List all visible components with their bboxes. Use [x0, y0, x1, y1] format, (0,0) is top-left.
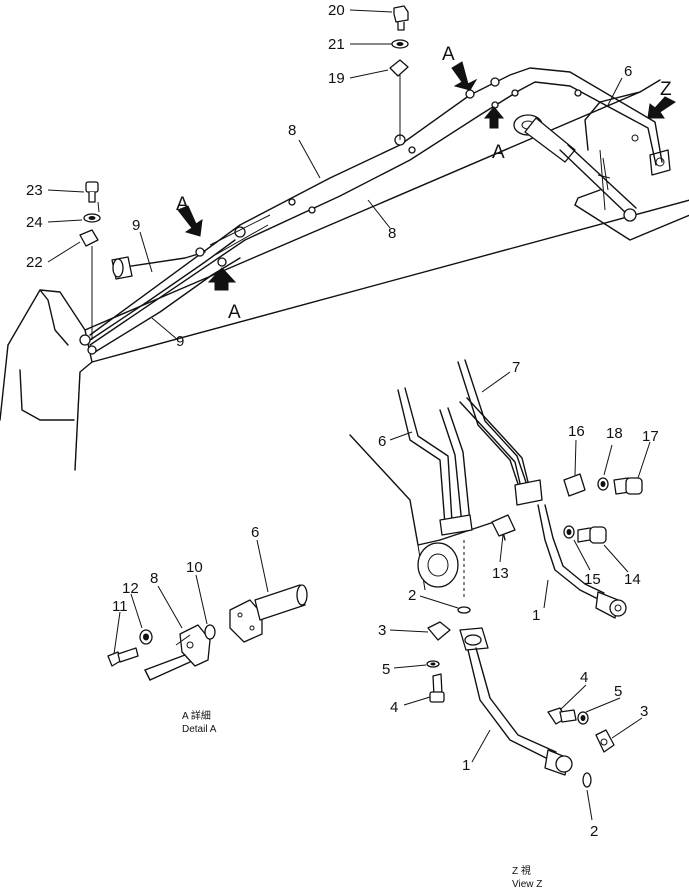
bolt-stack-top: [389, 5, 409, 140]
callout-6-detail: 6: [251, 524, 259, 541]
callout-3-right: 3: [640, 703, 648, 720]
callout-5-left: 5: [382, 661, 390, 678]
view-marker-z: Z: [660, 79, 672, 100]
caption-detail-a-native: A 詳細: [182, 709, 211, 722]
callout-9-lower: 9: [176, 333, 184, 350]
boom-assembly: [0, 79, 689, 471]
callout-6-z: 6: [378, 433, 386, 450]
view-marker-a4: A: [228, 302, 241, 323]
callout-8-lower: 8: [388, 225, 396, 242]
callout-20: 20: [328, 2, 345, 19]
hydraulic-lines-top: [79, 67, 663, 355]
callout-9-upper: 9: [132, 217, 140, 234]
callout-11: 11: [112, 598, 128, 615]
callout-16: 16: [568, 423, 585, 440]
callout-12: 12: [122, 580, 139, 597]
callout-2-lower: 2: [590, 823, 598, 840]
callout-1-upper: 1: [532, 607, 540, 624]
callout-8-detail: 8: [150, 570, 158, 587]
view-marker-a3: A: [176, 194, 189, 215]
callout-14: 14: [624, 571, 641, 588]
callout-17: 17: [642, 428, 659, 445]
caption-detail-a: Detail A: [182, 724, 217, 735]
callout-8-upper: 8: [288, 122, 296, 139]
callout-13: 13: [492, 565, 509, 582]
view-letters: A A A A Z: [176, 44, 672, 323]
callout-7: 7: [512, 359, 520, 376]
callout-19: 19: [328, 70, 345, 87]
callout-numbers: 20 21 19 6 8 8 23 24 22 9 9 7 6 16 18 17…: [26, 2, 659, 840]
callout-15: 15: [584, 571, 601, 588]
view-marker-a2: A: [492, 142, 505, 163]
arrow-a4-icon: [207, 267, 237, 291]
callout-1-lower: 1: [462, 757, 470, 774]
callout-18: 18: [606, 425, 623, 442]
arrow-a1-icon: [451, 61, 478, 91]
callout-24: 24: [26, 214, 43, 231]
arrow-z-icon: [647, 96, 676, 119]
view-marker-a1: A: [442, 44, 455, 65]
callout-5-right: 5: [614, 683, 622, 700]
detail-a-assembly: [107, 584, 308, 681]
callout-23: 23: [26, 182, 43, 199]
callout-2-upper: 2: [408, 587, 416, 604]
arrow-a2-icon: [483, 106, 505, 129]
view-arrows: [177, 61, 676, 291]
callout-4-right: 4: [580, 669, 588, 686]
callout-10: 10: [186, 559, 203, 576]
bolt-stack-left: [79, 181, 101, 340]
leader-lines: [47, 9, 651, 763]
callout-3-left: 3: [378, 622, 386, 639]
captions: A 詳細 Detail A Z 視 View Z: [182, 709, 542, 888]
arrow-a3-icon: [177, 205, 203, 237]
callout-4-left: 4: [390, 699, 398, 716]
caption-view-z: View Z: [512, 879, 542, 888]
callout-21: 21: [328, 36, 345, 53]
caption-view-z-native: Z 視: [512, 864, 531, 877]
callout-6-top: 6: [624, 63, 632, 80]
view-z-assembly: [349, 359, 643, 821]
boom-cylinder: [513, 114, 637, 222]
callout-22: 22: [26, 254, 43, 271]
